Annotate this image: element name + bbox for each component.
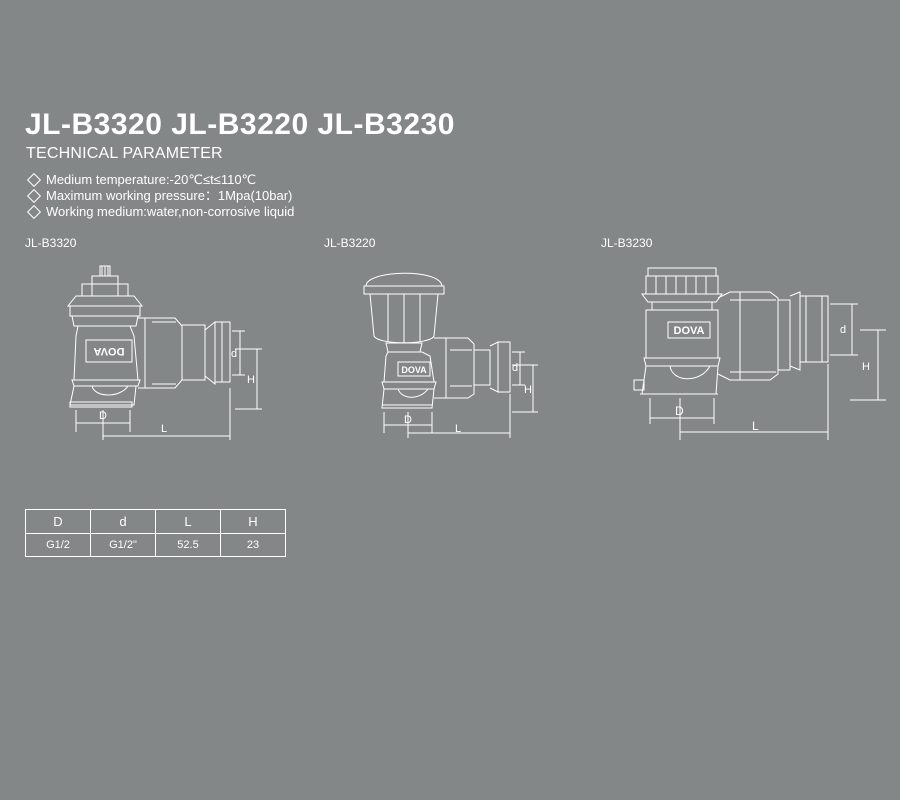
table-cell: 52.5	[155, 533, 221, 557]
valve-drawing-b3320: DOVA d H D L	[66, 265, 262, 440]
table-cell: 23	[220, 533, 286, 557]
spec-item: Medium temperature:-20℃≤t≤110℃	[26, 172, 294, 188]
table-row: G1/2 G1/2" 52.5 23	[25, 533, 286, 557]
column-header: H	[220, 509, 286, 534]
column-header: L	[155, 509, 221, 534]
column-header: D	[25, 509, 91, 534]
dim-d: d	[840, 324, 846, 336]
column-header: d	[90, 509, 156, 534]
model-label-b3220: JL-B3220	[324, 236, 376, 250]
section-subtitle: TECHNICAL PARAMETER	[26, 145, 223, 162]
table-cell: G1/2"	[90, 533, 156, 557]
dim-d: d	[231, 348, 237, 360]
dim-L: L	[752, 419, 759, 433]
brand-mark: DOVA	[674, 325, 705, 337]
dim-L: L	[161, 423, 167, 435]
brand-mark: DOVA	[93, 345, 124, 357]
brand-mark: DOVA	[401, 365, 427, 375]
dim-h: H	[247, 374, 255, 386]
table-header-row: D d L H	[25, 509, 286, 534]
spec-text: Medium temperature:-20℃≤t≤110℃	[46, 172, 257, 187]
model-label-b3230: JL-B3230	[601, 236, 653, 250]
spec-item: Working medium:water,non-corrosive liqui…	[26, 204, 294, 220]
dim-h: H	[862, 361, 870, 373]
model-label-b3320: JL-B3320	[25, 236, 77, 250]
spec-text: Maximum working pressure：1Mpa(10bar)	[46, 188, 293, 203]
page-title: JL-B3320 JL-B3220 JL-B3230	[25, 108, 455, 141]
dim-h: H	[524, 384, 532, 396]
dim-L: L	[455, 423, 461, 435]
dim-d: d	[512, 362, 518, 374]
spec-item: Maximum working pressure：1Mpa(10bar)	[26, 188, 294, 204]
valve-drawing-b3220: DOVA d H D L	[363, 272, 538, 438]
table-cell: G1/2	[25, 533, 91, 557]
spec-text: Working medium:water,non-corrosive liqui…	[46, 204, 295, 219]
valve-drawing-b3230: DOVA d H D L	[633, 267, 886, 440]
parameter-table: D d L H G1/2 G1/2" 52.5 23	[25, 509, 286, 557]
spec-list: Medium temperature:-20℃≤t≤110℃ Maximum w…	[26, 172, 294, 220]
